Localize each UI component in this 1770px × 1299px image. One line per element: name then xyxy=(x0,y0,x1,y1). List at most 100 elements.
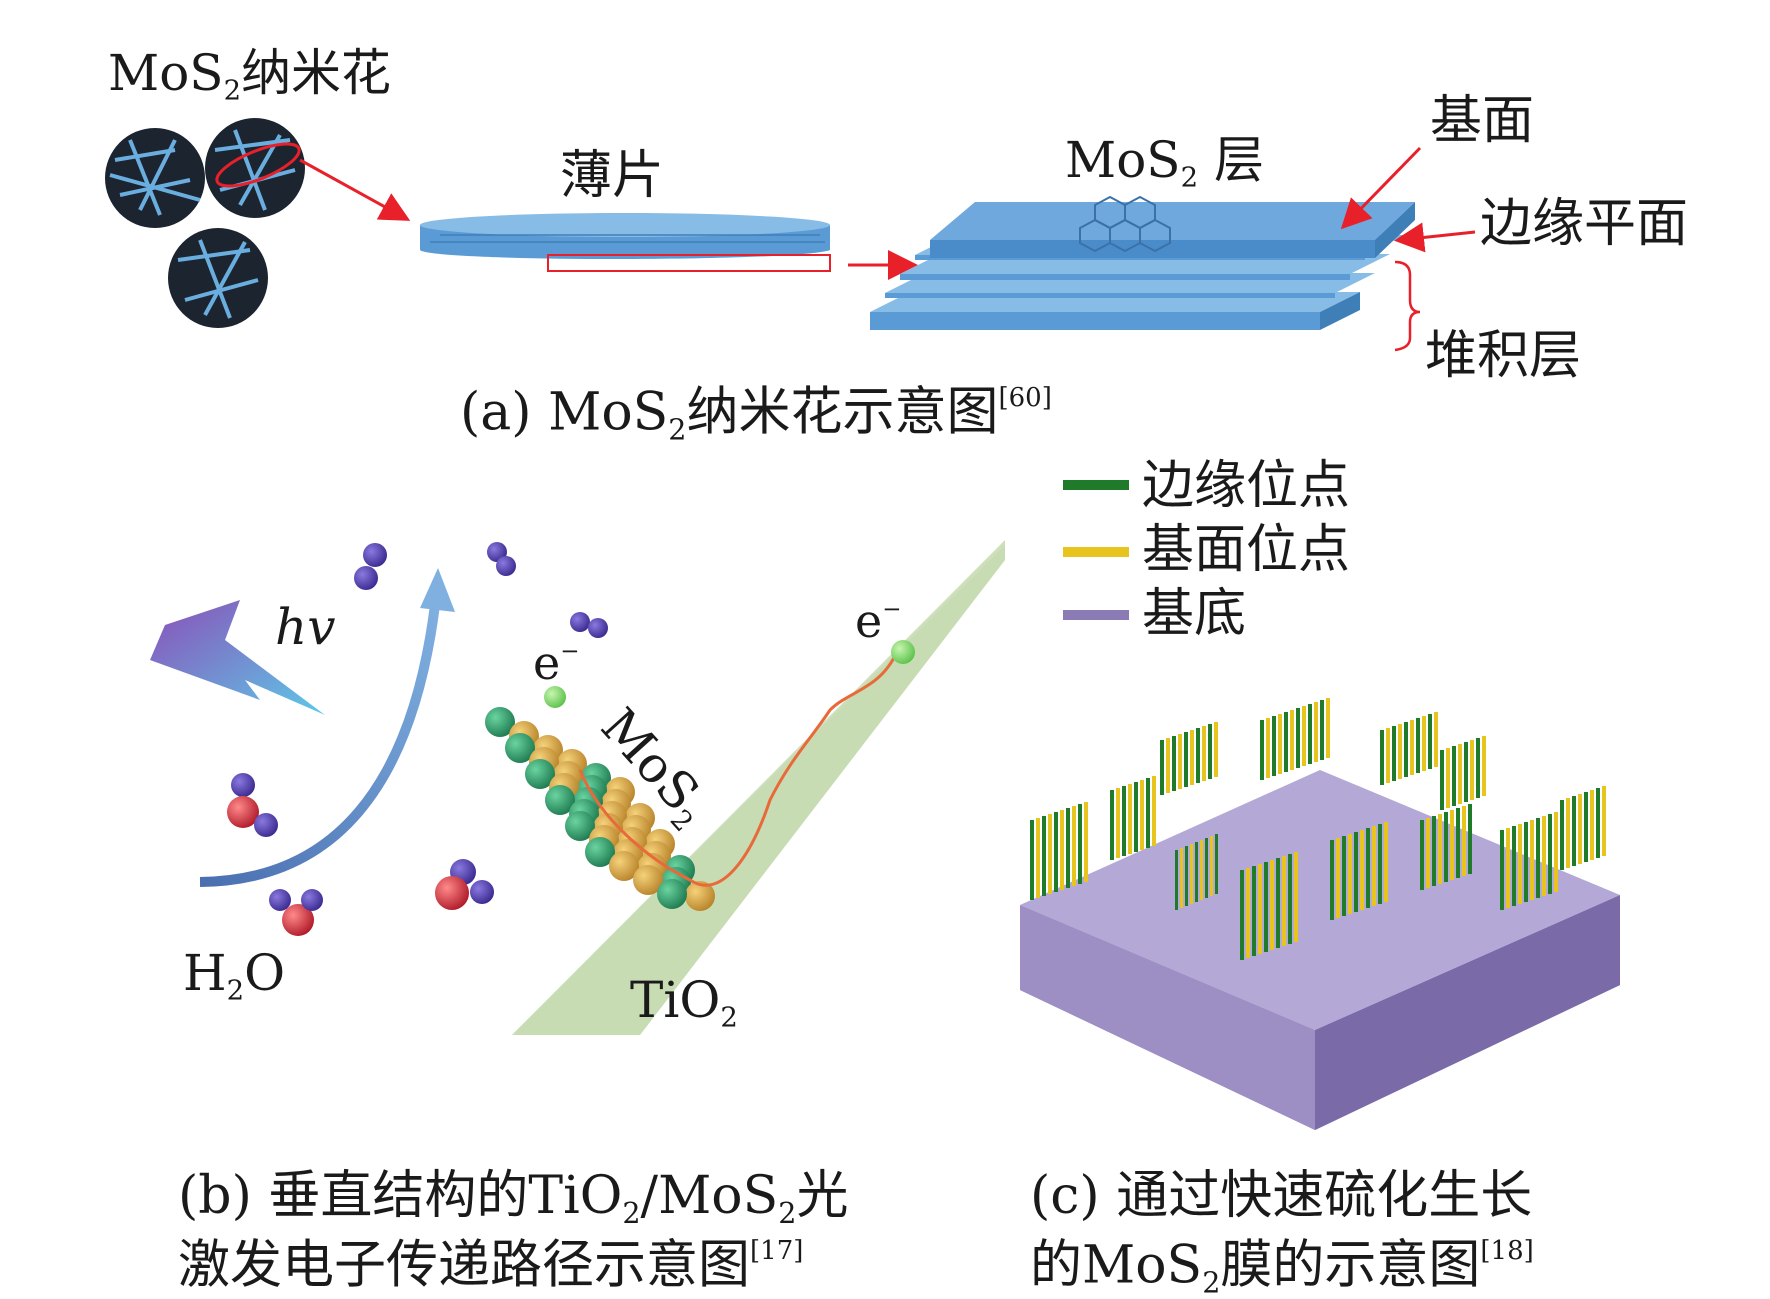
reaction-arc-arrow xyxy=(199,604,440,887)
film-stripe xyxy=(1542,816,1546,896)
label-h2o: H2O xyxy=(183,944,286,1007)
film-stripe xyxy=(1554,812,1558,892)
arc-arrowhead xyxy=(420,568,455,612)
film-stripe xyxy=(1030,820,1034,900)
film-stripe xyxy=(1210,836,1213,896)
film-stripe xyxy=(1134,782,1138,852)
film-stripe xyxy=(1386,728,1390,783)
label-stacked-layers: 堆积层 xyxy=(1425,326,1582,386)
film-stripe xyxy=(1290,710,1294,770)
film-stripe xyxy=(1294,852,1298,942)
bracket-stacked-layers xyxy=(1394,260,1421,352)
label-basal-plane: 基面 xyxy=(1430,91,1535,151)
film-stripe xyxy=(1214,722,1218,777)
crystal-atom xyxy=(485,707,515,737)
film-stripe xyxy=(1072,806,1076,886)
film-stripe xyxy=(1378,824,1382,904)
film-stripe xyxy=(1444,812,1448,882)
electron-path xyxy=(578,649,900,887)
arrow-basal-plane xyxy=(1340,146,1422,230)
film-stripe xyxy=(1302,706,1306,766)
film-stripe xyxy=(1282,856,1286,946)
film-stripe xyxy=(1042,816,1046,896)
film-stripe xyxy=(1314,702,1318,762)
film-stripe xyxy=(1284,712,1288,772)
film-stripe xyxy=(1078,804,1082,884)
film-stripe xyxy=(1566,798,1570,868)
tio2-slab xyxy=(512,540,1005,1035)
label-electron-left: e− xyxy=(533,636,580,690)
crystal-atom xyxy=(525,759,555,789)
film-stripe xyxy=(1190,730,1194,785)
film-stripe xyxy=(1524,822,1528,902)
film-stripe xyxy=(1462,806,1466,876)
film-stripe xyxy=(1440,750,1444,810)
film-stripe xyxy=(1152,776,1156,846)
film-stripe xyxy=(1392,726,1396,781)
film-stripe xyxy=(1456,808,1460,878)
film-stripe xyxy=(1470,740,1474,800)
film-stripe xyxy=(1178,734,1182,789)
film-stripe xyxy=(1518,824,1522,904)
caption-c-line2: 的MoS2膜的示意图[18] xyxy=(1030,1235,1534,1299)
film-stripe xyxy=(1208,724,1212,779)
legend-label-substrate: 基底 xyxy=(1142,584,1247,644)
hexagon-motif xyxy=(1079,195,1171,253)
film-stripe xyxy=(1360,830,1364,910)
film-stripe xyxy=(1348,834,1352,914)
arrow-flower-to-flake xyxy=(299,158,411,221)
film-stripe xyxy=(1416,718,1420,773)
film-stripe xyxy=(1530,820,1534,900)
film-stripe xyxy=(1166,738,1170,793)
film-stripe xyxy=(1196,728,1200,783)
film-stripe xyxy=(1336,838,1340,918)
label-electron-right: e− xyxy=(855,594,902,648)
film-stripe xyxy=(1590,790,1594,860)
film-stripe xyxy=(1066,808,1070,888)
film-stripe xyxy=(1326,698,1330,758)
arrow-edge-plane xyxy=(1394,222,1476,253)
film-stripe xyxy=(1146,778,1150,848)
film-stripe xyxy=(1380,730,1384,785)
mos2-layer-stack xyxy=(870,195,1415,330)
film-stripe xyxy=(1432,816,1436,886)
crystal-atom xyxy=(505,733,535,763)
caption-a: (a) MoS2纳米花示意图[60] xyxy=(460,382,1052,447)
legend-label-edge: 边缘位点 xyxy=(1142,456,1351,516)
film-stripe xyxy=(1202,726,1206,781)
crystal-atom xyxy=(545,785,575,815)
film-stripe xyxy=(1384,822,1388,902)
film-stripe xyxy=(1270,860,1274,950)
film-stripe xyxy=(1536,818,1540,898)
film-stripe xyxy=(1246,868,1250,958)
film-stripe xyxy=(1426,818,1430,888)
film-stripe xyxy=(1195,842,1198,902)
film-stripe xyxy=(1366,828,1370,908)
caption-b-line1: (b) 垂直结构的TiO2/MoS2光 xyxy=(178,1166,849,1230)
film-stripe xyxy=(1560,800,1564,870)
film-stripe xyxy=(1548,814,1552,894)
film-stripe xyxy=(1296,708,1300,768)
film-stripe xyxy=(1458,744,1462,804)
film-stripe xyxy=(1404,722,1408,777)
film-block xyxy=(1020,698,1620,1130)
film-stripe xyxy=(1240,870,1244,960)
film-stripe xyxy=(1410,720,1414,775)
film-stripe xyxy=(1175,850,1178,910)
film-stripe xyxy=(1434,712,1438,767)
film-stripe xyxy=(1084,802,1088,882)
legend-label-basal: 基面位点 xyxy=(1142,520,1351,580)
crystal-atom xyxy=(633,865,663,895)
film-stripe xyxy=(1512,826,1516,906)
electron-particle-left xyxy=(544,686,566,708)
film-stripe xyxy=(1342,836,1346,916)
film-stripe xyxy=(1180,848,1183,908)
film-stripe xyxy=(1584,792,1588,862)
film-stripe xyxy=(1048,814,1052,894)
electron-particle-right xyxy=(891,640,915,664)
film-stripe xyxy=(1140,780,1144,850)
film-stripe xyxy=(1215,834,1218,894)
light-bolt-icon xyxy=(150,600,325,715)
film-stripe xyxy=(1602,786,1606,856)
film-stripe xyxy=(1438,814,1442,884)
